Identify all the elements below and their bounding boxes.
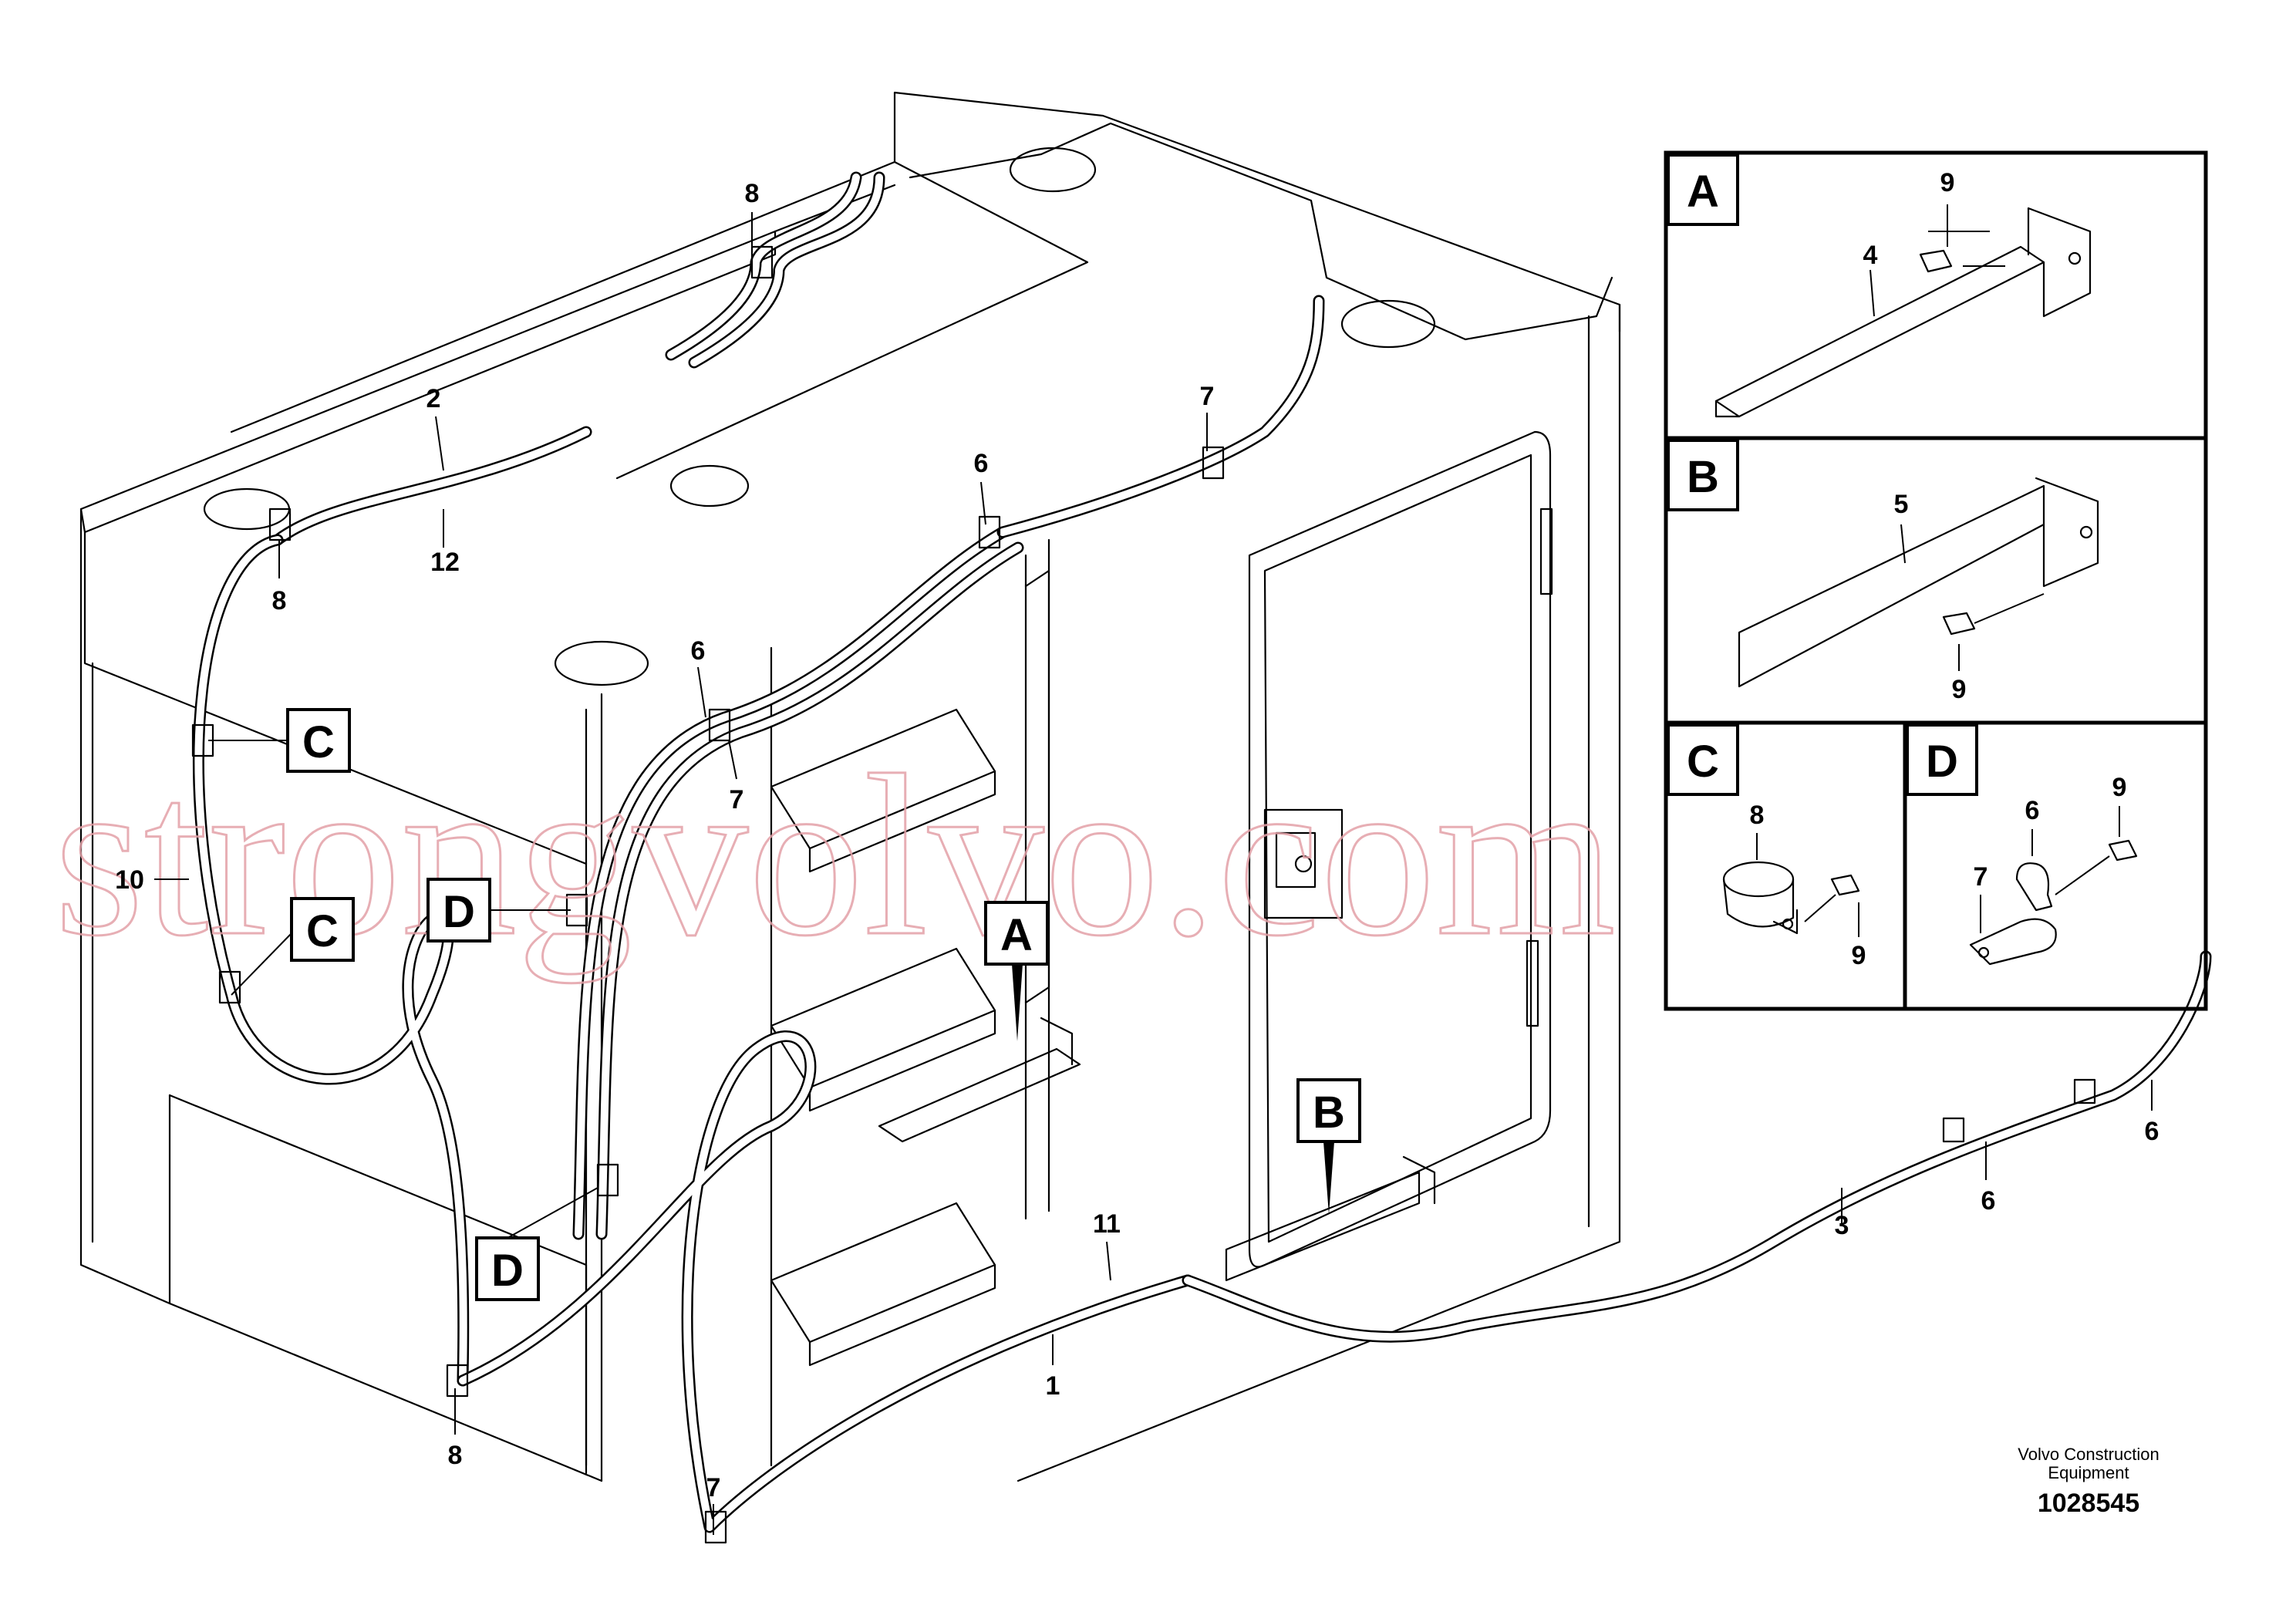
figure-number: 1028545 (2038, 1489, 2139, 1518)
callout-11: 11 (1093, 1209, 1121, 1239)
panel-d-callout-9: 9 (2112, 773, 2127, 802)
ref-d-lower: D (491, 1246, 524, 1296)
callout-6-right-b: 6 (2145, 1117, 2159, 1146)
panel-b-callout-5: 5 (1894, 490, 1909, 519)
callout-6-right-a: 6 (1981, 1186, 1996, 1216)
panel-a-callout-9: 9 (1940, 168, 1955, 197)
callouts: 8 2 12 8 7 6 6 7 10 11 1 8 7 3 6 6 (115, 179, 2159, 1535)
ref-b: B (1313, 1088, 1345, 1138)
callout-2: 2 (426, 384, 441, 413)
callout-8-top: 8 (745, 179, 760, 208)
callout-1: 1 (1046, 1371, 1060, 1401)
callout-6-top: 6 (974, 449, 989, 478)
ref-a: A (1000, 910, 1033, 960)
detail-refs: C C D D A B (208, 708, 1361, 1301)
bracket-b-main (1225, 1155, 1436, 1282)
callout-12: 12 (430, 548, 460, 577)
callout-7-bottom: 7 (706, 1473, 721, 1502)
panel-a-callout-4: 4 (1863, 241, 1878, 270)
detail-panel-b: B 9 5 (1667, 439, 2099, 704)
detail-panel-c: C 8 9 (1667, 723, 1866, 970)
callout-6-mid: 6 (691, 636, 706, 666)
panel-b-callout-9: 9 (1952, 675, 1967, 704)
ref-c-lower: C (306, 906, 339, 956)
callout-3: 3 (1835, 1211, 1849, 1240)
callout-10: 10 (115, 865, 144, 895)
panel-d-title: D (1926, 737, 1958, 787)
panel-d-callout-7: 7 (1974, 862, 1988, 892)
callout-8-left: 8 (272, 586, 287, 615)
callout-8-bottom: 8 (448, 1441, 463, 1470)
panel-d-callout-6: 6 (2025, 796, 2040, 825)
panel-a-title: A (1687, 167, 1719, 217)
cab-frame (79, 91, 1621, 1482)
hose-routing (192, 171, 2212, 1533)
credit-line-2: Equipment (2048, 1463, 2129, 1482)
panel-b-title: B (1687, 452, 1719, 502)
panel-c-callout-8: 8 (1750, 801, 1765, 830)
credit-block: Volvo Construction Equipment 1028545 (2018, 1445, 2159, 1518)
credit-line-1: Volvo Construction (2018, 1445, 2159, 1464)
ref-d-upper: D (443, 887, 475, 937)
detail-panels: A 9 4 B 9 5 (1664, 150, 2208, 1011)
ref-c-upper: C (302, 717, 335, 767)
callout-7-mid: 7 (730, 785, 744, 814)
bracket-a-main (878, 1017, 1081, 1143)
panel-c-title: C (1687, 737, 1719, 787)
detail-panel-a: A 9 4 (1667, 153, 2092, 418)
panel-c-callout-9: 9 (1852, 941, 1866, 970)
detail-panel-d: D 6 9 7 6 (1906, 723, 2138, 966)
callout-7-top: 7 (1200, 382, 1215, 411)
